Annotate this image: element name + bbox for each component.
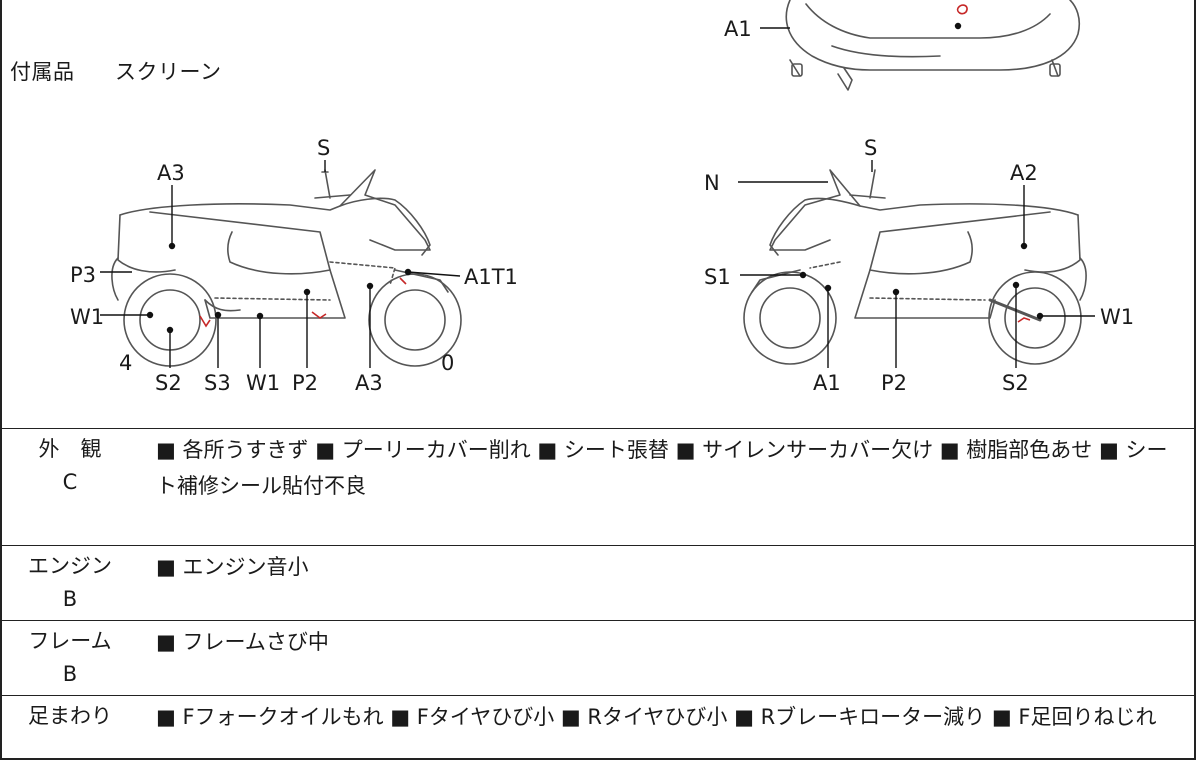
left-label-w1-bottom: W1 [246, 371, 280, 395]
right-label-s: S [864, 136, 877, 160]
left-label-a3-bottom: A3 [355, 371, 383, 395]
category-grade: B [62, 587, 78, 611]
category-suspension: 足まわり [0, 700, 140, 733]
left-label-a3-top: A3 [157, 161, 185, 185]
right-label-n: N [704, 171, 720, 195]
right-label-w1: W1 [1100, 305, 1134, 329]
divider-suspension [0, 695, 1196, 696]
category-appearance: 外 観 C [0, 433, 140, 499]
left-label-w1: W1 [70, 305, 104, 329]
top-view-drawing [785, 0, 1081, 91]
right-side-drawing [743, 169, 1087, 365]
divider-frame [0, 620, 1196, 621]
left-label-a1t1: A1T1 [464, 265, 518, 289]
category-label: エンジン [28, 554, 112, 578]
left-side-drawing [111, 169, 462, 367]
accessories-label: 付属品 [10, 60, 75, 84]
category-label: 外 観 [38, 437, 102, 461]
category-frame: フレーム B [0, 625, 140, 691]
left-label-s3: S3 [204, 371, 231, 395]
frame-description: ■ フレームさび中 [156, 630, 329, 654]
engine-description: ■ エンジン音小 [156, 555, 309, 579]
left-label-4: 4 [119, 351, 132, 375]
right-label-s1: S1 [704, 265, 731, 289]
right-label-s2: S2 [1002, 371, 1029, 395]
right-label-a2: A2 [1010, 161, 1038, 185]
appearance-description: ■ 各所うすきず ■ プーリーカバー削れ ■ シート張替 ■ サイレンサーカバー… [156, 438, 1168, 498]
divider-appearance [0, 428, 1196, 429]
right-label-a1: A1 [813, 371, 841, 395]
top-label-a1: A1 [724, 17, 752, 41]
accessories-value: スクリーン [115, 60, 222, 84]
left-label-0: 0 [441, 351, 454, 375]
category-label: フレーム [28, 629, 112, 653]
left-label-s2: S2 [155, 371, 182, 395]
left-label-p3: P3 [70, 263, 96, 287]
motorcycle-diagram: A1 S A3 P3 W1 A1T1 4 0 S2 S3 W1 P2 A3 S … [70, 0, 1134, 395]
category-grade: C [62, 470, 78, 494]
divider-engine [0, 545, 1196, 546]
category-grade: B [62, 662, 78, 686]
left-label-p2: P2 [292, 371, 318, 395]
category-label: 足まわり [28, 704, 112, 728]
left-label-s: S [317, 136, 330, 160]
category-engine: エンジン B [0, 550, 140, 616]
right-label-p2: P2 [881, 371, 907, 395]
suspension-description: ■ Fフォークオイルもれ ■ Fタイヤひび小 ■ Rタイヤひび小 ■ Rブレーキ… [156, 705, 1157, 729]
